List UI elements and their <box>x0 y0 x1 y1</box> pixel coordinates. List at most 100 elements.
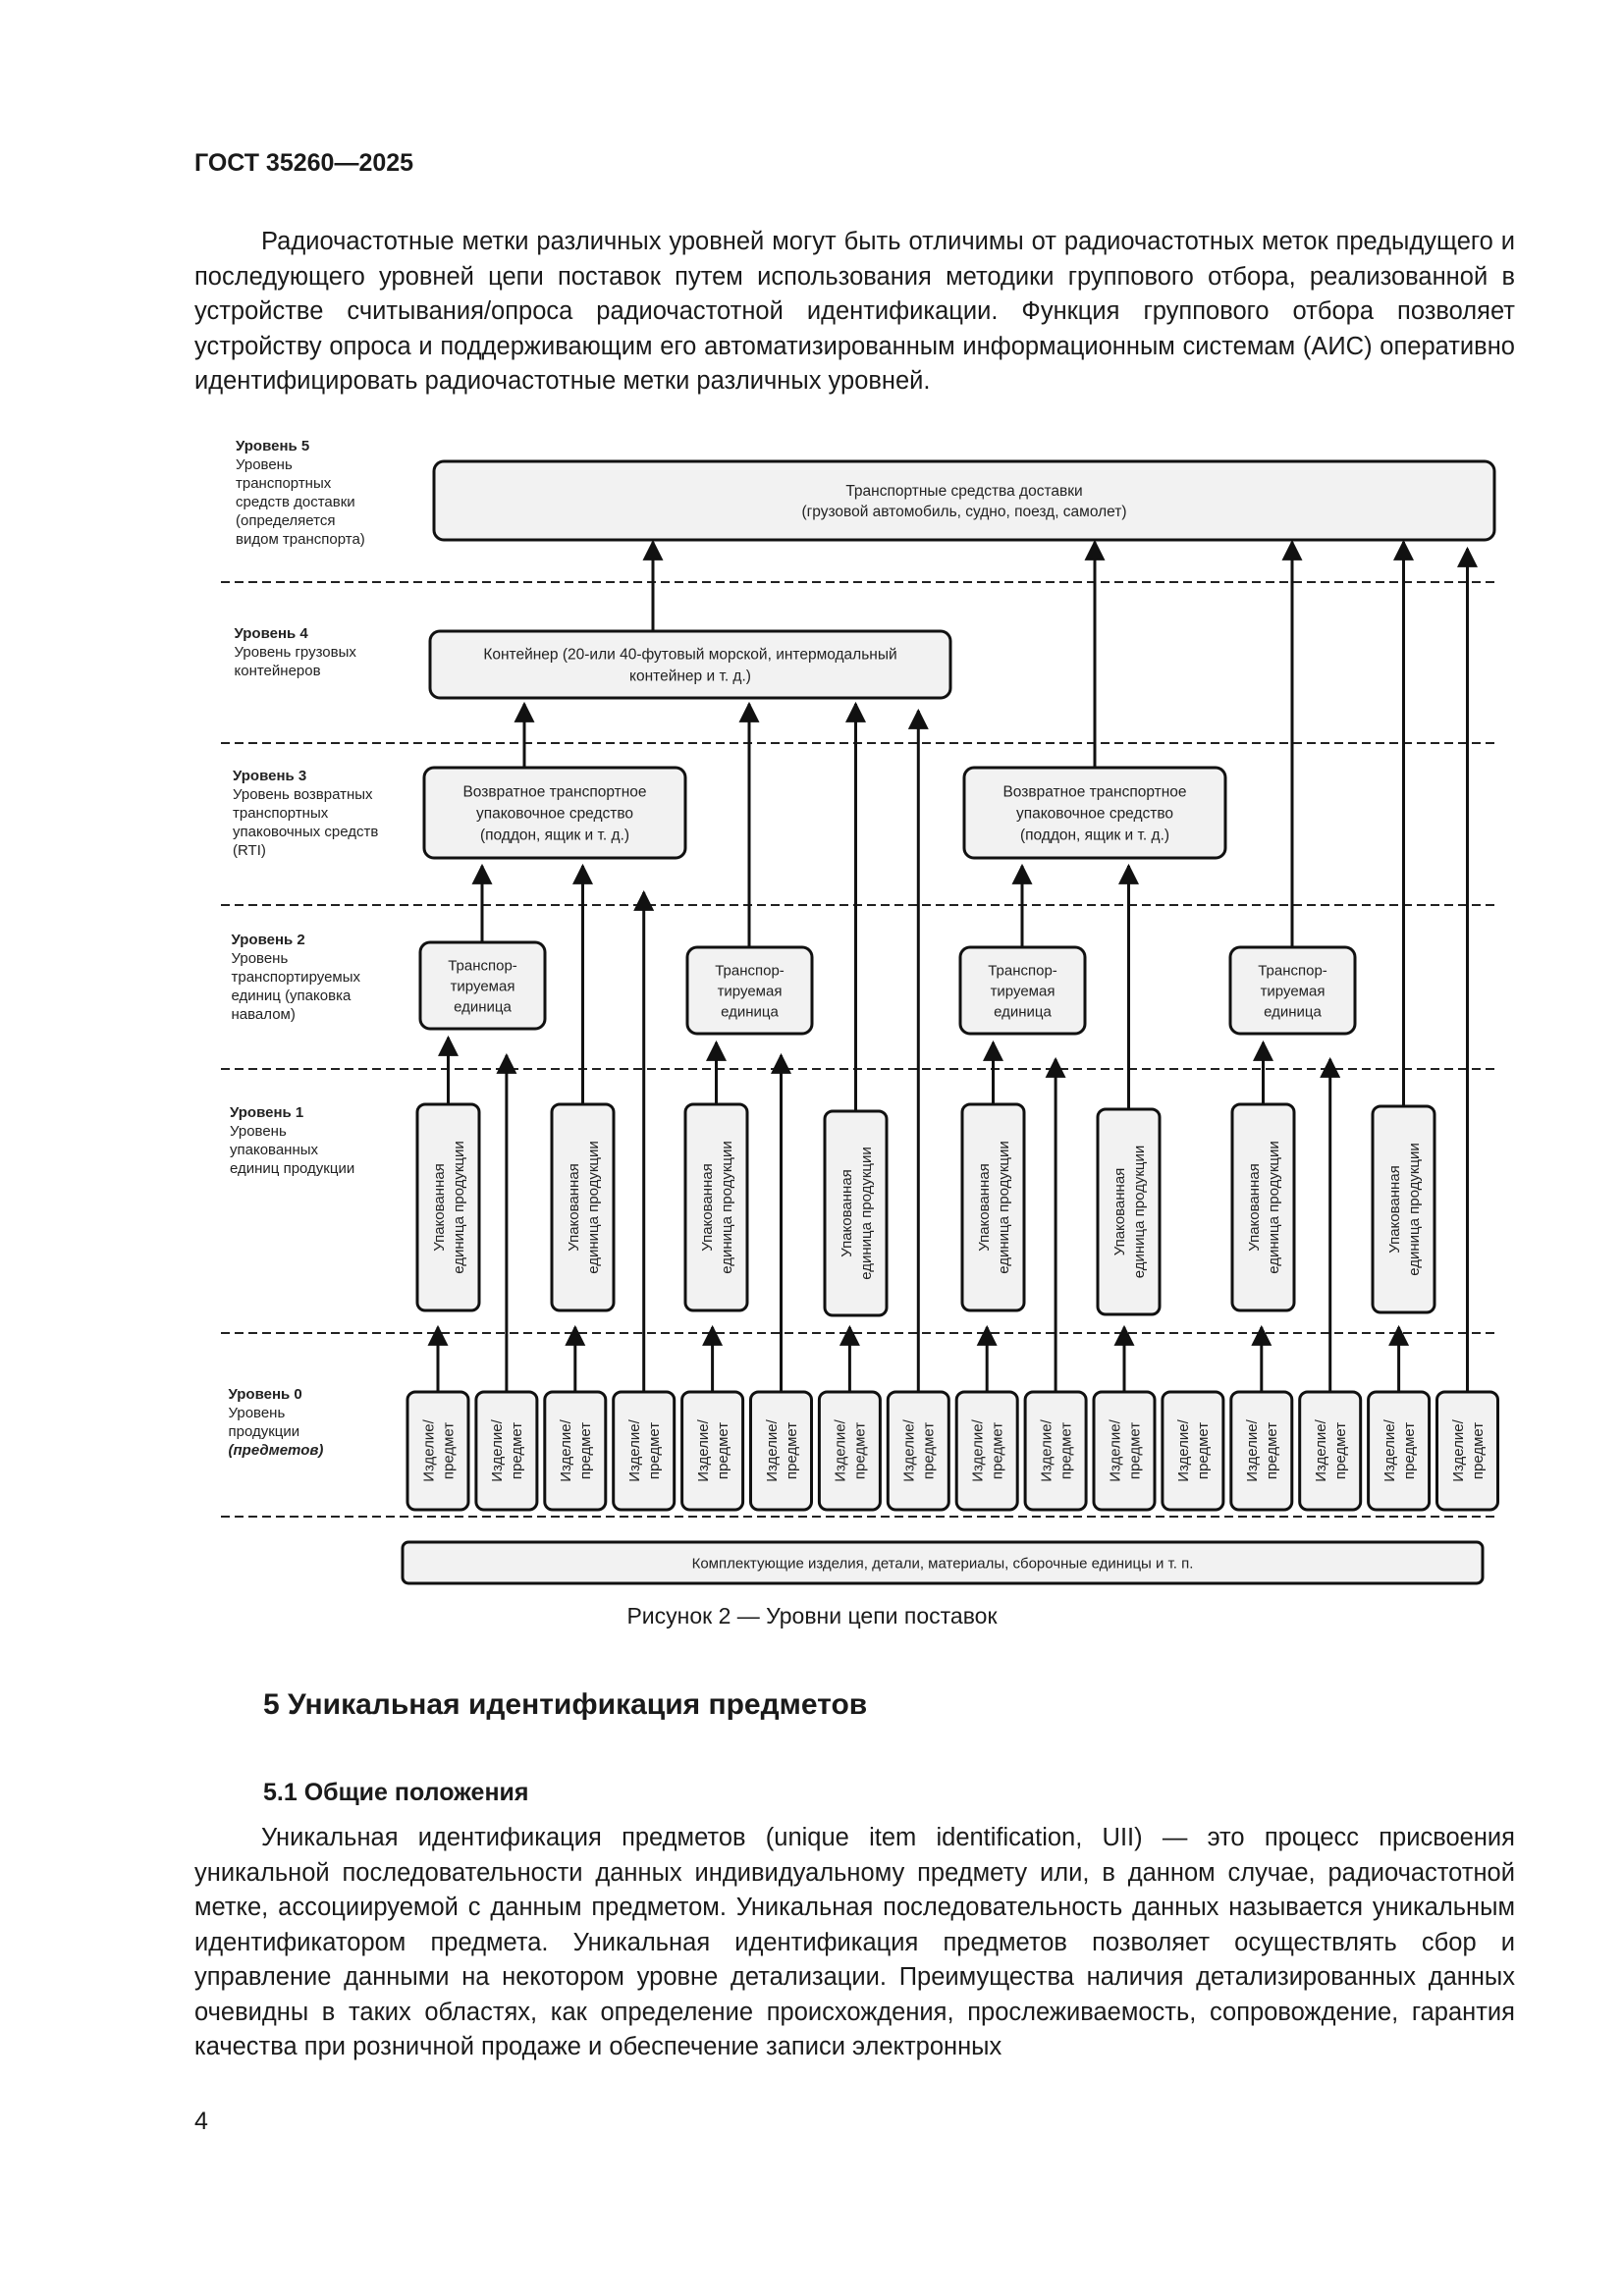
box-packaged-unit-8-text: Упакованная <box>1386 1165 1403 1254</box>
box-transport-unit-3-text: единица <box>994 1003 1052 1020</box>
box-item-12: Изделие/предмет <box>1161 1390 1225 1512</box>
box-transport-unit-3-text: Транспор- <box>988 962 1057 979</box>
box-transport-vehicles-text: (грузовой автомобиль, судно, поезд, само… <box>801 504 1126 520</box>
box-item-2-frame <box>474 1390 539 1512</box>
box-item-13-text: Изделие/ <box>1244 1418 1261 1481</box>
box-container: Контейнер (20-или 40-футовый морской, ин… <box>428 629 952 700</box>
box-item-6-frame <box>749 1390 813 1512</box>
figure-caption: Рисунок 2 — Уровни цепи поставок <box>626 1603 998 1629</box>
box-packaged-unit-6-frame <box>1096 1107 1162 1316</box>
intro-paragraph: Радиочастотные метки различных уровней м… <box>194 228 1515 395</box>
box-item-6-text: предмет <box>784 1422 800 1479</box>
box-item-1-text: Изделие/ <box>420 1418 437 1481</box>
box-item-13: Изделие/предмет <box>1229 1390 1294 1512</box>
level-description: (RTI) <box>233 842 266 859</box>
box-transport-unit-2-text: единица <box>721 1003 779 1020</box>
box-transport-unit-1-text: Транспор- <box>448 957 517 974</box>
box-item-12-text: предмет <box>1195 1422 1212 1479</box>
box-rti-2-text: (поддон, ящик и т. д.) <box>1020 827 1169 843</box>
level-description: упаковочных средств <box>233 824 378 840</box>
box-components-text: Комплектующие изделия, детали, материалы… <box>692 1555 1194 1572</box>
box-container-text: Контейнер (20-или 40-футовый морской, ин… <box>483 646 896 663</box>
box-item-3-text: Изделие/ <box>558 1418 574 1481</box>
box-packaged-unit-3-text: единица продукции <box>719 1141 735 1274</box>
level-description: транспортируемых <box>232 969 361 986</box>
box-components-frame <box>401 1540 1485 1585</box>
page-number: 4 <box>194 2108 208 2135</box>
box-rti-1-text: (поддон, ящик и т. д.) <box>480 827 629 843</box>
level-description: Уровень грузовых <box>235 644 357 661</box>
box-packaged-unit-3-frame <box>683 1102 749 1312</box>
box-item-16: Изделие/предмет <box>1435 1390 1499 1512</box>
level-description: транспортных <box>233 805 329 822</box>
box-item-10: Изделие/предмет <box>1023 1390 1088 1512</box>
body-paragraph: Уникальная идентификация предметов (uniq… <box>194 1824 1515 2060</box>
box-transport-unit-4-text: Транспор- <box>1258 962 1327 979</box>
box-packaged-unit-4-text: Упакованная <box>839 1169 855 1257</box>
box-transport-unit-4-text: единица <box>1264 1003 1322 1020</box>
box-item-5-frame <box>680 1390 745 1512</box>
box-item-15: Изделие/предмет <box>1367 1390 1432 1512</box>
box-item-2: Изделие/предмет <box>474 1390 539 1512</box>
box-item-5-text: Изделие/ <box>695 1418 712 1481</box>
box-transport-unit-1-text: тируемая <box>451 978 515 994</box>
box-item-11-text: предмет <box>1126 1422 1143 1479</box>
box-container-text: контейнер и т. д.) <box>629 667 751 684</box>
box-item-15-text: Изделие/ <box>1381 1418 1398 1481</box>
box-item-10-text: предмет <box>1057 1422 1074 1479</box>
box-packaged-unit-5-frame <box>960 1102 1026 1312</box>
level-description: транспортных <box>236 475 332 492</box>
box-item-4-frame <box>612 1390 677 1512</box>
level-title: Уровень 1 <box>230 1104 303 1121</box>
box-packaged-unit-4-text: единица продукции <box>858 1147 875 1280</box>
box-components: Комплектующие изделия, детали, материалы… <box>401 1540 1485 1585</box>
box-item-9-text: предмет <box>989 1422 1005 1479</box>
box-item-4: Изделие/предмет <box>612 1390 677 1512</box>
box-item-1-frame <box>406 1390 470 1512</box>
level-description: продукции <box>229 1423 300 1440</box>
box-item-14-text: Изделие/ <box>1313 1418 1329 1481</box>
box-packaged-unit-7-frame <box>1230 1102 1296 1312</box>
box-transport-unit-2-text: Транспор- <box>715 962 785 979</box>
box-item-8-frame <box>886 1390 950 1512</box>
box-packaged-unit-8-frame <box>1371 1104 1436 1314</box>
box-transport-unit-3-text: тируемая <box>991 983 1056 999</box>
box-item-7-text: Изделие/ <box>833 1418 849 1481</box>
box-item-1-text: предмет <box>440 1422 457 1479</box>
box-item-11: Изделие/предмет <box>1092 1390 1157 1512</box>
level-description: Уровень <box>230 1123 287 1140</box>
box-item-3-text: предмет <box>577 1422 594 1479</box>
box-packaged-unit-1-frame <box>415 1102 481 1312</box>
box-packaged-unit-8-text: единица продукции <box>1406 1143 1423 1276</box>
level-description: Уровень <box>236 456 293 473</box>
box-item-15-frame <box>1367 1390 1432 1512</box>
box-transport-vehicles-text: Транспортные средства доставки <box>845 483 1082 500</box>
box-transport-vehicles-frame <box>432 459 1496 542</box>
box-item-12-frame <box>1161 1390 1225 1512</box>
box-item-3: Изделие/предмет <box>543 1390 608 1512</box>
box-transport-unit-2-frame <box>685 945 814 1036</box>
box-item-16-text: предмет <box>1470 1422 1487 1479</box>
box-transport-unit-1-frame <box>418 940 547 1031</box>
box-item-2-text: Изделие/ <box>489 1418 506 1481</box>
box-rti-2-text: Возвратное транспортное <box>1002 783 1186 800</box>
box-packaged-unit-2-text: единица продукции <box>585 1141 602 1274</box>
box-transport-unit-2-text: тируемая <box>718 983 783 999</box>
box-rti-1-text: упаковочное средство <box>476 805 633 822</box>
level-description: Уровень <box>232 950 289 967</box>
level-description: единиц (упаковка <box>232 988 352 1004</box>
box-rti-2-text: упаковочное средство <box>1016 805 1173 822</box>
box-packaged-unit-4-frame <box>823 1109 889 1317</box>
box-rti-1-frame <box>422 766 687 860</box>
box-item-1: Изделие/предмет <box>406 1390 470 1512</box>
box-transport-unit-3: Транспор-тируемая единица <box>958 945 1087 1036</box>
